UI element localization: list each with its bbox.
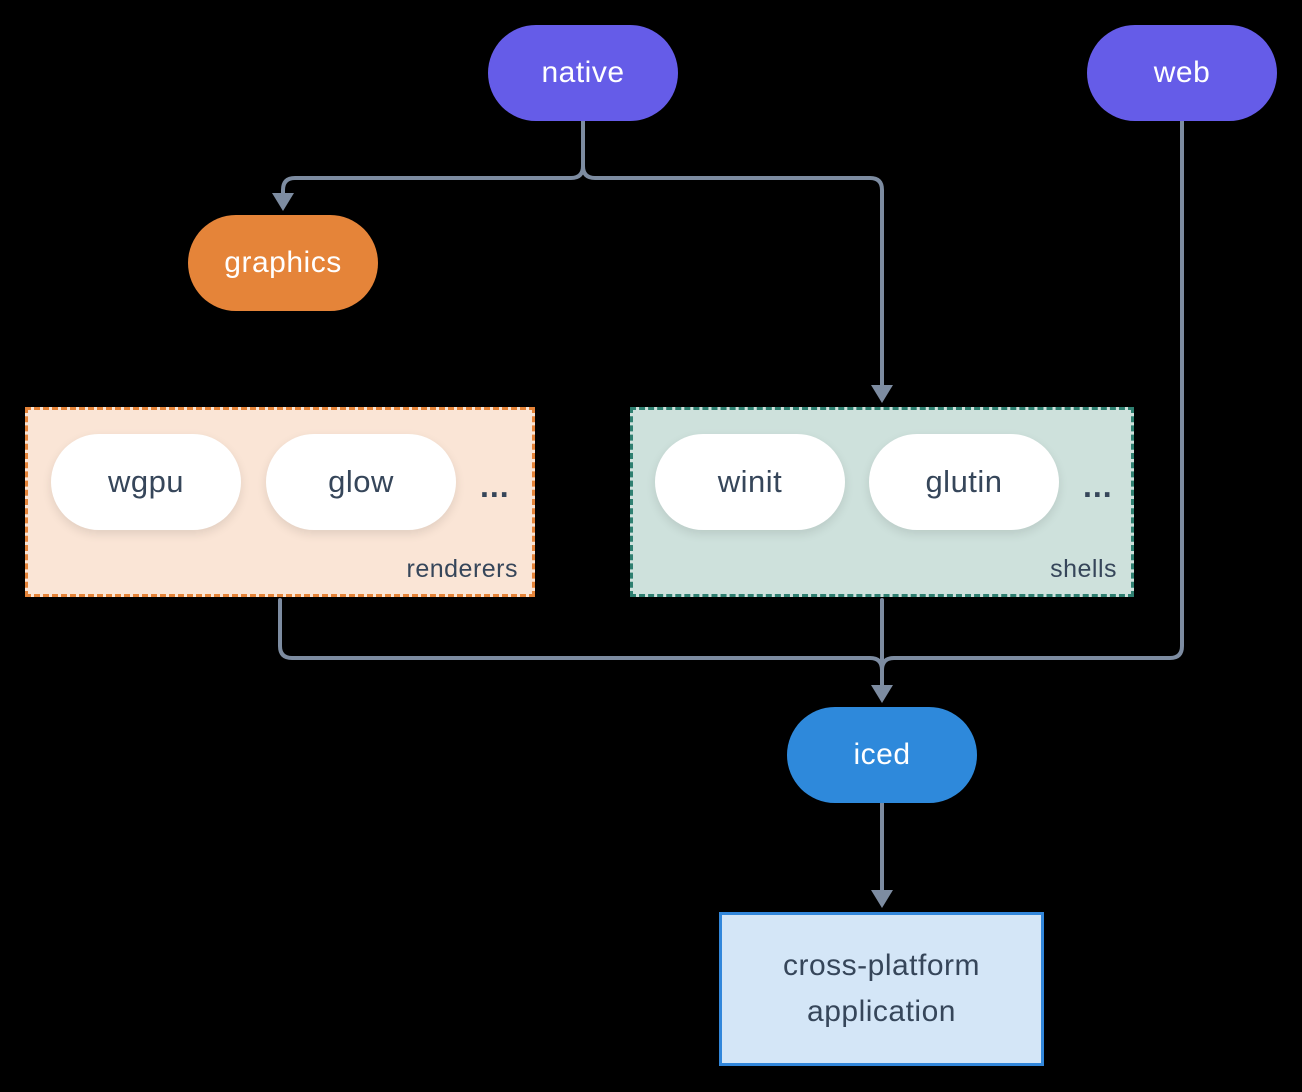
edge-native-to-graphics bbox=[281, 119, 585, 196]
arrowhead-app bbox=[871, 890, 893, 908]
node-winit: winit bbox=[655, 434, 845, 530]
node-native: native bbox=[488, 25, 678, 121]
node-cross-platform-application: cross-platform application bbox=[719, 912, 1044, 1066]
arrowhead-iced bbox=[871, 685, 893, 703]
node-graphics: graphics bbox=[188, 215, 378, 311]
node-web: web bbox=[1087, 25, 1277, 121]
edge-native-to-shells bbox=[581, 164, 884, 388]
shells-label: shells bbox=[1050, 555, 1117, 583]
arrowhead-shells bbox=[871, 385, 893, 403]
group-renderers: wgpu glow ... renderers bbox=[25, 407, 535, 597]
arrowhead-graphics bbox=[272, 193, 294, 211]
node-glutin: glutin bbox=[869, 434, 1059, 530]
shells-ellipsis: ... bbox=[1083, 468, 1113, 504]
node-iced: iced bbox=[787, 707, 977, 803]
group-shells: winit glutin ... shells bbox=[630, 407, 1134, 597]
renderers-label: renderers bbox=[406, 555, 518, 583]
renderers-ellipsis: ... bbox=[480, 468, 510, 504]
node-glow: glow bbox=[266, 434, 456, 530]
node-wgpu: wgpu bbox=[51, 434, 241, 530]
edge-renderers-to-merge bbox=[278, 598, 884, 672]
